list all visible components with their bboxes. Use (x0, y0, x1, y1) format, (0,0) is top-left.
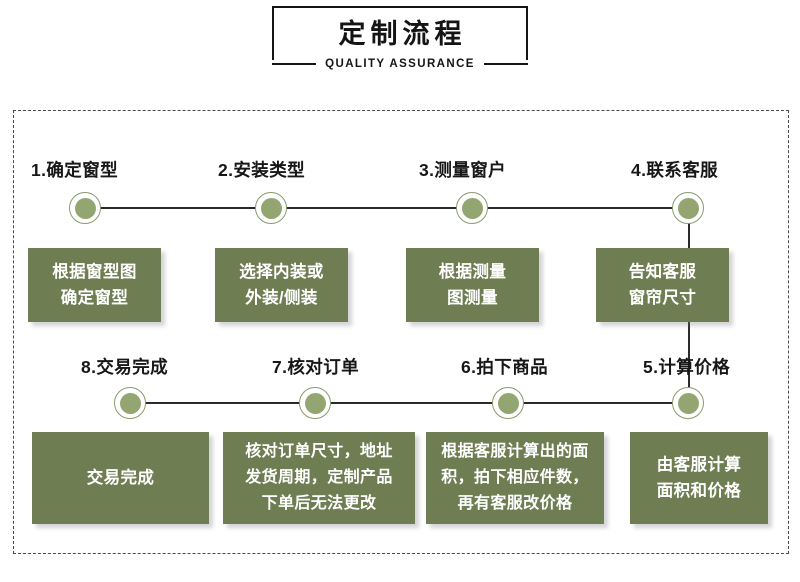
flow-panel-border (13, 110, 789, 554)
title-frame: 定制流程 (272, 6, 528, 60)
step-label-2: 2.安装类型 (218, 160, 305, 180)
flow-box-7[interactable]: 核对订单尺寸，地址 发货周期，定制产品 下单后无法更改 (223, 432, 415, 524)
flow-box-7-text: 核对订单尺寸，地址 发货周期，定制产品 下单后无法更改 (245, 443, 393, 512)
flow-node-8[interactable] (114, 387, 146, 419)
flow-box-8[interactable]: 交易完成 (32, 432, 209, 524)
flow-box-5-text: 由客服计算 面积和价格 (656, 456, 742, 500)
flow-box-3[interactable]: 根据测量 图测量 (406, 248, 539, 322)
flow-node-6[interactable] (492, 387, 524, 419)
flow-box-2[interactable]: 选择内装或 外装/侧装 (215, 248, 348, 322)
title-rule-left (272, 63, 317, 65)
flow-box-1-text: 根据窗型图 确定窗型 (52, 263, 137, 307)
step-label-3: 3.测量窗户 (419, 160, 506, 180)
flow-node-4[interactable] (672, 192, 704, 224)
step-label-8: 8.交易完成 (81, 357, 168, 377)
flow-box-2-text: 选择内装或 外装/侧装 (239, 263, 324, 307)
step-label-5: 5.计算价格 (643, 357, 730, 377)
title-rule-right (483, 63, 529, 65)
connector-line-row2 (130, 402, 689, 404)
flow-node-5[interactable] (672, 387, 704, 419)
title-subtitle-row: QUALITY ASSURANCE (272, 53, 529, 75)
connector-line-row1 (85, 207, 689, 209)
page-title: 定制流程 (338, 19, 467, 49)
flow-box-4-text: 告知客服 窗帘尺寸 (628, 263, 697, 307)
flow-box-3-text: 根据测量 图测量 (438, 263, 507, 307)
page-subtitle: QUALITY ASSURANCE (325, 58, 475, 70)
flow-box-8-text: 交易完成 (86, 469, 155, 487)
flow-node-2[interactable] (255, 192, 287, 224)
flow-box-6[interactable]: 根据客服计算出的面 积，拍下相应件数， 再有客服改价格 (426, 432, 604, 524)
flow-node-7[interactable] (299, 387, 331, 419)
flow-box-5[interactable]: 由客服计算 面积和价格 (630, 432, 768, 524)
flow-box-4[interactable]: 告知客服 窗帘尺寸 (596, 248, 729, 322)
flow-node-3[interactable] (456, 192, 488, 224)
flow-box-1[interactable]: 根据窗型图 确定窗型 (28, 248, 161, 322)
flow-node-1[interactable] (69, 192, 101, 224)
step-label-7: 7.核对订单 (272, 357, 359, 377)
step-label-4: 4.联系客服 (631, 160, 718, 180)
step-label-6: 6.拍下商品 (461, 357, 548, 377)
step-label-1: 1.确定窗型 (31, 160, 118, 180)
flow-box-6-text: 根据客服计算出的面 积，拍下相应件数， 再有客服改价格 (441, 443, 589, 512)
